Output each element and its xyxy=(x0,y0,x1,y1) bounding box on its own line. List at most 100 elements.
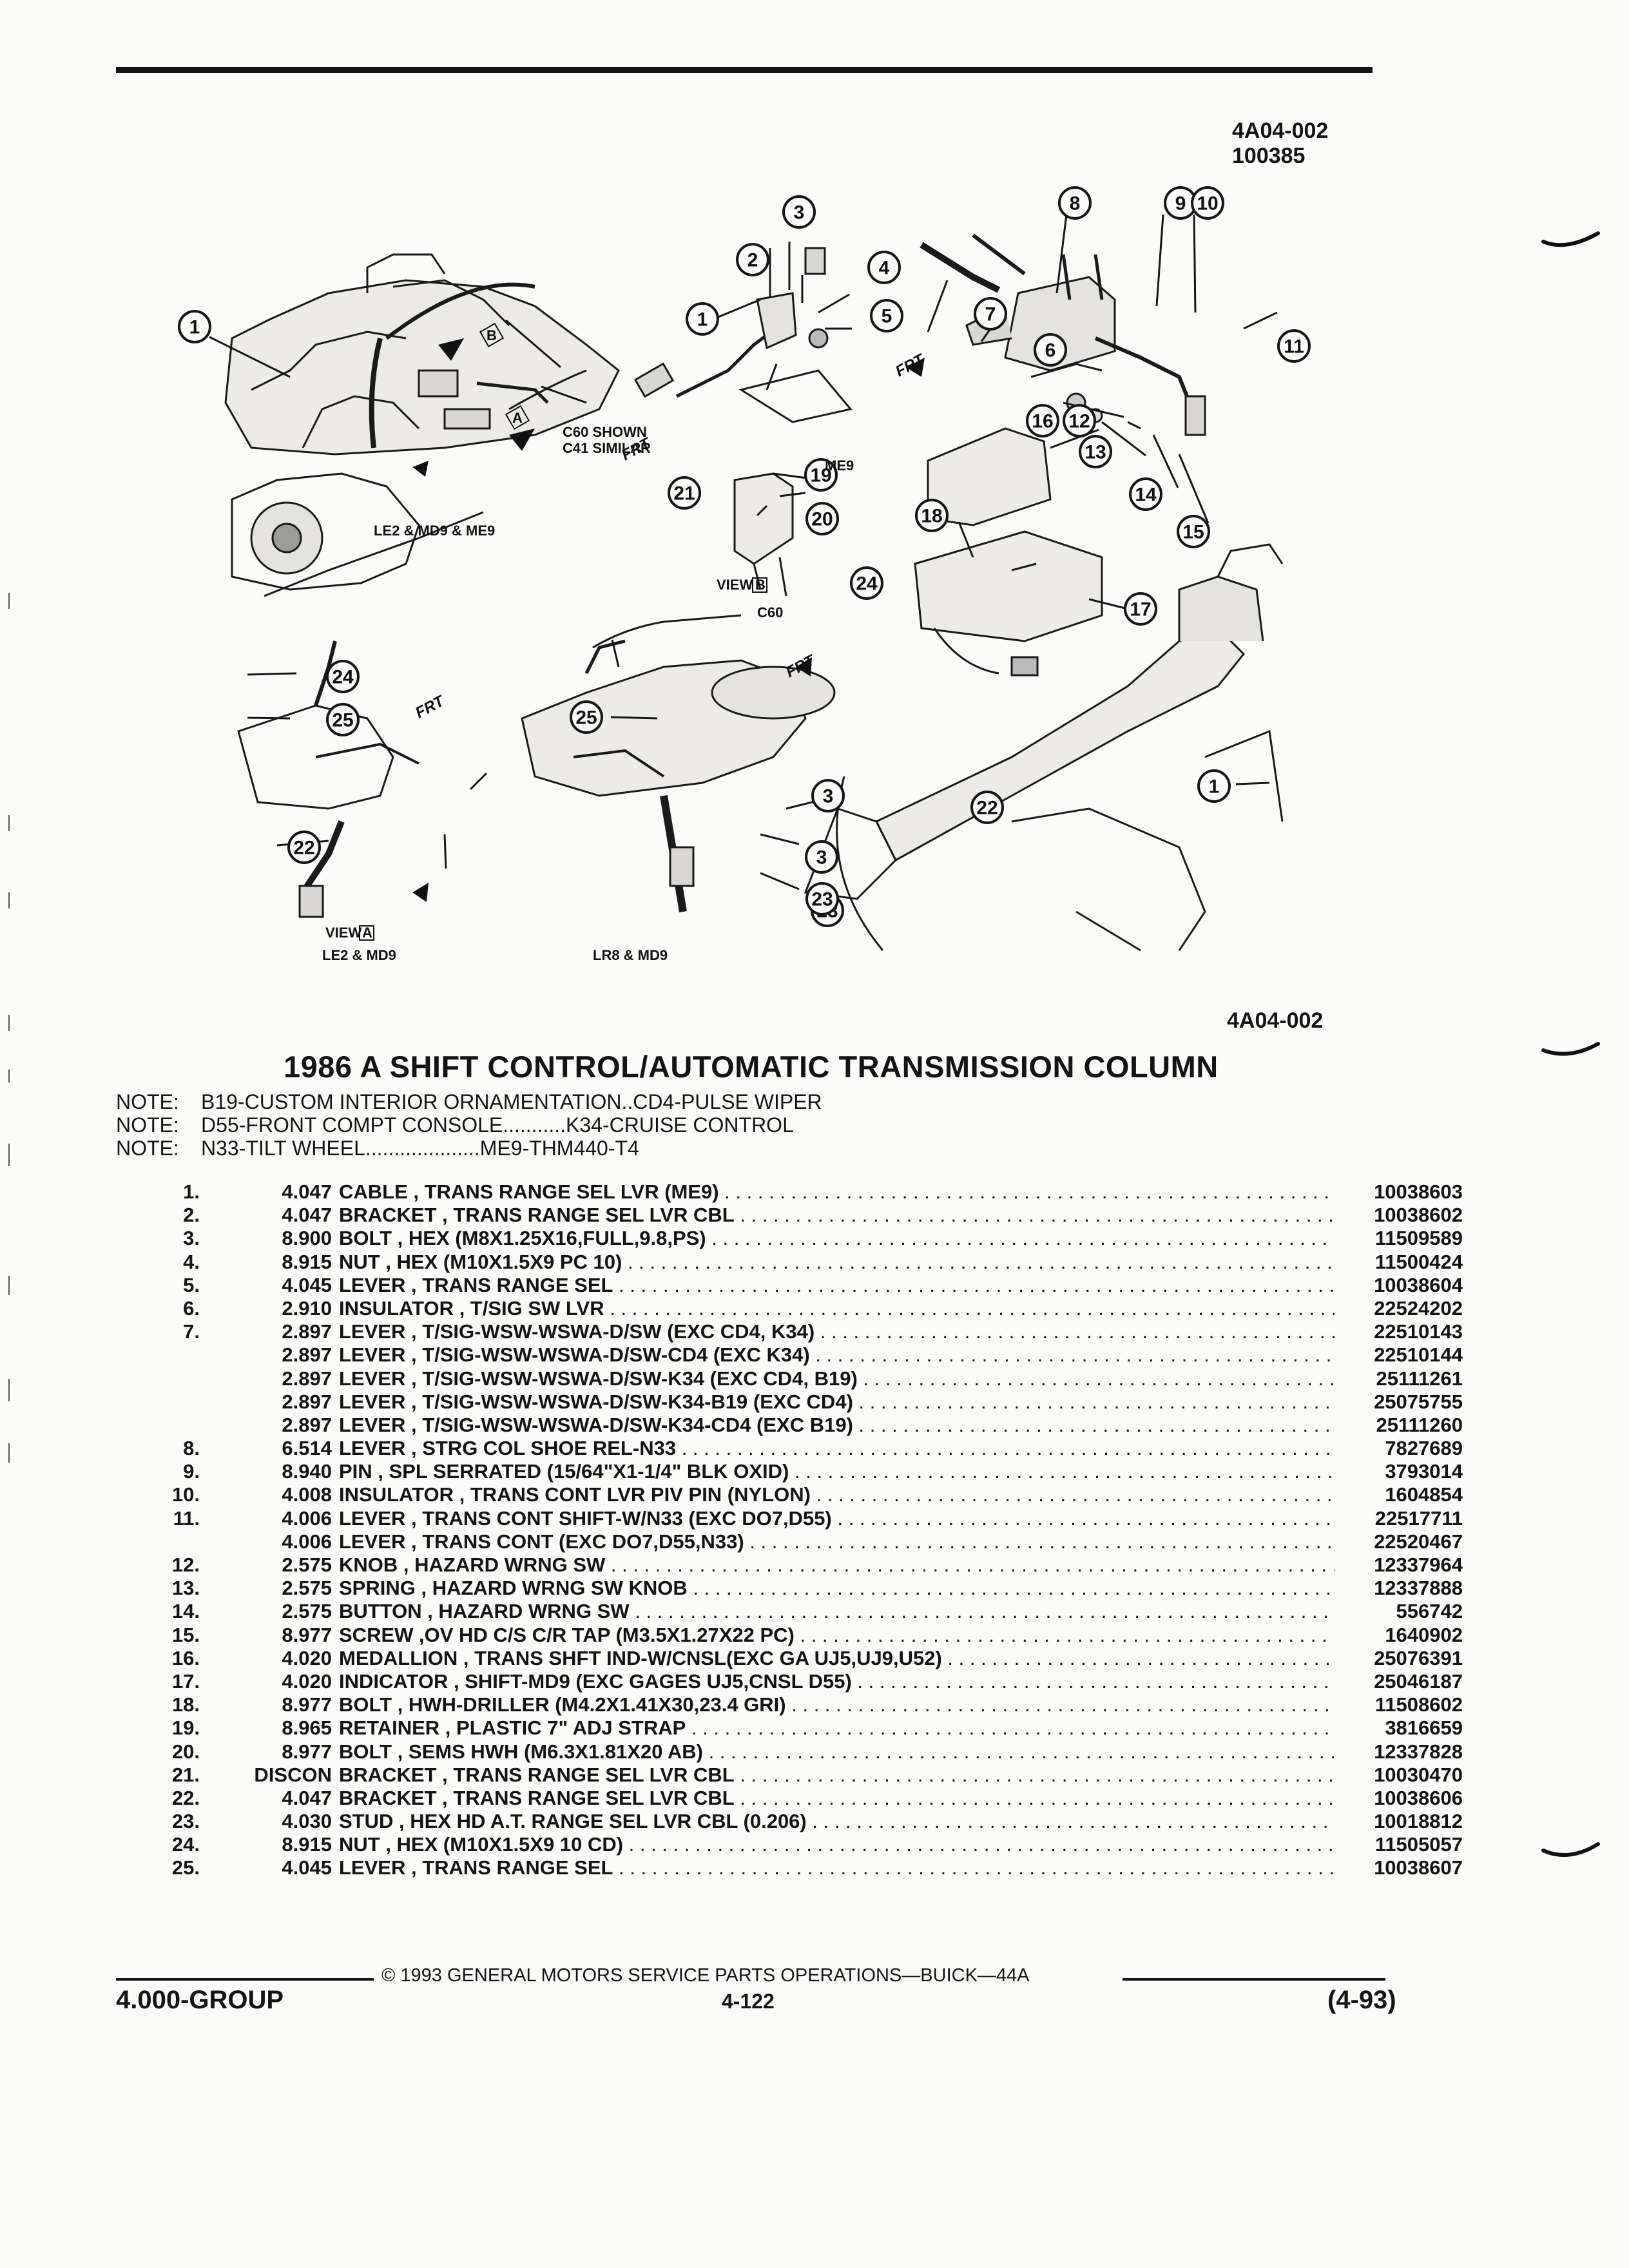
part-description: LEVER , TRANS CONT SHIFT-W/N33 (EXC DO7,… xyxy=(339,1507,1335,1530)
note-text: B19-CUSTOM INTERIOR ORNAMENTATION..CD4-P… xyxy=(201,1090,822,1113)
part-group: 4.047 xyxy=(282,1786,332,1809)
svg-text:21: 21 xyxy=(673,483,695,505)
callout-4: 4 xyxy=(867,251,901,284)
part-description: MEDALLION , TRANS SHFT IND-W/CNSL(EXC GA… xyxy=(339,1647,1335,1670)
part-group: 4.045 xyxy=(282,1856,332,1879)
svg-text:25: 25 xyxy=(332,710,353,731)
figure-code-bottom: 4A04-002 xyxy=(1227,1008,1324,1033)
part-description: BRACKET , TRANS RANGE SEL LVR CBL xyxy=(339,1763,1335,1787)
note-text: N33-TILT WHEEL....................ME9-TH… xyxy=(201,1137,639,1160)
figure-date: 100385 xyxy=(1232,144,1306,168)
part-group: 4.045 xyxy=(282,1273,332,1296)
part-index: 17. xyxy=(171,1669,200,1693)
svg-text:3: 3 xyxy=(794,202,805,224)
svg-text:5: 5 xyxy=(882,306,892,327)
svg-text:16: 16 xyxy=(1032,411,1053,432)
part-index: 15. xyxy=(171,1623,200,1646)
note-key: NOTE: xyxy=(116,1113,179,1137)
part-group: 8.940 xyxy=(282,1460,332,1483)
part-group: 4.006 xyxy=(282,1530,332,1553)
callout-16: 16 xyxy=(1026,404,1059,437)
callout-24: 24 xyxy=(326,660,360,693)
part-number: 10038603 xyxy=(1374,1180,1463,1203)
svg-text:3: 3 xyxy=(816,847,827,869)
note-key: NOTE: xyxy=(116,1090,179,1113)
part-index: 7. xyxy=(183,1320,200,1343)
part-group: 2.897 xyxy=(282,1343,332,1367)
label-le2-md9: LE2 & MD9 xyxy=(322,947,396,963)
footer-page-number: 4-122 xyxy=(722,1990,775,2013)
label-le2-md9-me9: LE2 & MD9 & ME9 xyxy=(374,523,495,539)
part-number: 25111260 xyxy=(1376,1413,1463,1436)
arrows xyxy=(412,338,925,902)
svg-text:12: 12 xyxy=(1068,411,1090,432)
label-view-b: VIEW xyxy=(717,577,753,593)
figure-code: 4A04-002 xyxy=(1232,119,1329,143)
callout-5: 5 xyxy=(870,299,903,332)
svg-text:1: 1 xyxy=(189,317,200,338)
callout-20: 20 xyxy=(805,502,839,535)
label-view-a: VIEW xyxy=(325,925,361,941)
diagram-linework xyxy=(224,233,1284,952)
part-description: BOLT , HEX (M8X1.25X16,FULL,9.8,PS) xyxy=(339,1227,1335,1250)
part-index: 4. xyxy=(183,1250,200,1273)
part-description: INSULATOR , T/SIG SW LVR xyxy=(339,1297,1335,1320)
svg-text:1: 1 xyxy=(1209,776,1220,798)
part-row: 2.897 LEVER , T/SIG-WSW-WSWA-D/SW-K34-B19… xyxy=(116,1390,1463,1414)
svg-text:1: 1 xyxy=(697,309,708,331)
part-index: 16. xyxy=(171,1646,200,1669)
svg-text:3: 3 xyxy=(823,786,834,807)
part-group: 2.897 xyxy=(282,1390,332,1413)
part-number: 25046187 xyxy=(1374,1669,1463,1693)
part-group: 8.977 xyxy=(282,1693,332,1716)
part-description: BOLT , SEMS HWH (M6.3X1.81X20 AB) xyxy=(339,1740,1335,1763)
svg-text:15: 15 xyxy=(1182,522,1204,543)
note-row: NOTE:D55-FRONT COMPT CONSOLE...........K… xyxy=(116,1113,794,1137)
callout-22: 22 xyxy=(287,831,321,864)
part-index: 3. xyxy=(183,1227,200,1250)
part-description: SPRING , HAZARD WRNG SW KNOB xyxy=(339,1577,1335,1600)
callout-24: 24 xyxy=(850,566,883,600)
part-description: LEVER , TRANS CONT (EXC DO7,D55,N33) xyxy=(339,1530,1335,1553)
part-description: NUT , HEX (M10X1.5X9 10 CD) xyxy=(339,1833,1335,1856)
part-description: SCREW ,OV HD C/S C/R TAP (M3.5X1.27X22 P… xyxy=(339,1624,1335,1647)
part-index: 10. xyxy=(171,1483,200,1506)
svg-text:13: 13 xyxy=(1084,442,1106,463)
part-description: BUTTON , HAZARD WRNG SW xyxy=(339,1600,1335,1623)
footer-date: (4-93) xyxy=(1327,1986,1396,2014)
callout-7: 7 xyxy=(974,297,1007,331)
part-number: 22510144 xyxy=(1374,1343,1463,1367)
part-description: LEVER , TRANS RANGE SEL xyxy=(339,1856,1335,1879)
part-description: LEVER , STRG COL SHOE REL-N33 xyxy=(339,1437,1335,1460)
footer-copyright: © 1993 GENERAL MOTORS SERVICE PARTS OPER… xyxy=(381,1965,1030,1986)
part-index: 19. xyxy=(171,1716,200,1740)
part-number: 25076391 xyxy=(1374,1646,1463,1669)
part-group: 4.020 xyxy=(282,1646,332,1669)
part-number: 22510143 xyxy=(1374,1320,1463,1343)
part-number: 556742 xyxy=(1396,1600,1463,1623)
callout-1: 1 xyxy=(1197,769,1231,803)
part-description: LEVER , T/SIG-WSW-WSWA-D/SW-K34-B19 (EXC… xyxy=(339,1390,1335,1414)
callout-3: 3 xyxy=(782,195,816,229)
callout-11: 11 xyxy=(1277,329,1311,363)
footer-group: 4.000-GROUP xyxy=(116,1986,284,2014)
part-index: 9. xyxy=(183,1460,200,1483)
part-group: 4.030 xyxy=(282,1810,332,1833)
part-description: KNOB , HAZARD WRNG SW xyxy=(339,1553,1335,1577)
